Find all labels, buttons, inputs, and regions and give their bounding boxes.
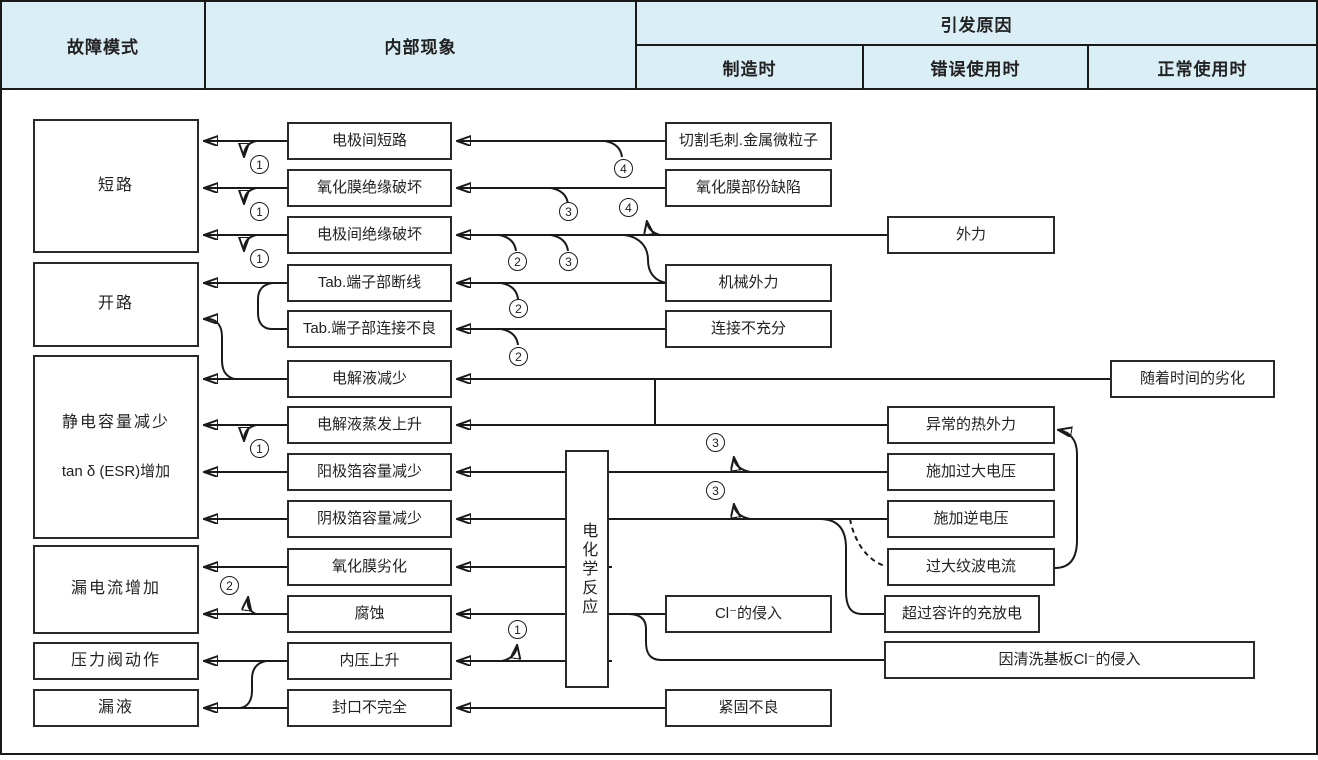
phenomenon-box: 腐蚀 (287, 595, 452, 633)
phenomenon-box: 电解液蒸发上升 (287, 406, 452, 444)
ref-mark: 1 (250, 439, 269, 458)
cause-box: 连接不充分 (665, 310, 832, 348)
header-cell-misuse: 错误使用时 (864, 46, 1089, 90)
phenomenon-box: Tab.端子部连接不良 (287, 310, 452, 348)
phenomenon-box: 内压上升 (287, 642, 452, 680)
ref-mark: 4 (614, 159, 633, 178)
failure-mode-label: tan δ (ESR)增加 (61, 462, 171, 480)
phenomenon-box: 电极间短路 (287, 122, 452, 160)
cause-box: 紧固不良 (665, 689, 832, 727)
failure-mode-box: 静电容量减少 tan δ (ESR)增加 (33, 355, 199, 539)
phenomenon-box: 阴极箔容量减少 (287, 500, 452, 538)
cause-box: Cl⁻的侵入 (665, 595, 832, 633)
failure-mode-box: 开路 (33, 262, 199, 347)
cause-box: 氧化膜部份缺陷 (665, 169, 832, 207)
cause-box: 机械外力 (665, 264, 832, 302)
ref-mark: 1 (508, 620, 527, 639)
ref-mark: 3 (706, 481, 725, 500)
ref-mark: 1 (250, 202, 269, 221)
header-cell-manufacturing: 制造时 (637, 46, 864, 90)
header-cell-failure-mode: 故障模式 (2, 2, 206, 90)
cause-box: 施加逆电压 (887, 500, 1055, 538)
phenomenon-box: 电解液减少 (287, 360, 452, 398)
phenomenon-box: 氧化膜绝缘破坏 (287, 169, 452, 207)
ref-mark: 2 (509, 299, 528, 318)
phenomenon-box: Tab.端子部断线 (287, 264, 452, 302)
header-cell-normal-use: 正常使用时 (1089, 46, 1316, 90)
ref-mark: 3 (559, 252, 578, 271)
cause-box: 随着时间的劣化 (1110, 360, 1275, 398)
cause-box: 过大纹波电流 (887, 548, 1055, 586)
ref-mark: 2 (220, 576, 239, 595)
header-cell-trigger-cause: 引发原因 (637, 2, 1316, 46)
ref-mark: 1 (250, 155, 269, 174)
phenomenon-box: 氧化膜劣化 (287, 548, 452, 586)
phenomenon-box: 阳极箔容量减少 (287, 453, 452, 491)
ref-mark: 1 (250, 249, 269, 268)
cause-box: 施加过大电压 (887, 453, 1055, 491)
cause-box: 因清洗基板Cl⁻的侵入 (884, 641, 1255, 679)
failure-mode-box: 短路 (33, 119, 199, 253)
phenomenon-box: 封口不完全 (287, 689, 452, 727)
ref-mark: 2 (508, 252, 527, 271)
failure-mode-box: 漏电流增加 (33, 545, 199, 634)
header-cell-internal-phenomenon: 内部现象 (206, 2, 637, 90)
ref-mark: 3 (706, 433, 725, 452)
electrochemical-reaction-box: 电化学反应 (565, 450, 609, 688)
cause-box: 外力 (887, 216, 1055, 254)
ref-mark: 3 (559, 202, 578, 221)
cause-box: 超过容许的充放电 (884, 595, 1040, 633)
cause-box: 异常的热外力 (887, 406, 1055, 444)
failure-mode-label: 静电容量减少 (61, 414, 170, 432)
phenomenon-box: 电极间绝缘破坏 (287, 216, 452, 254)
ref-mark: 4 (619, 198, 638, 217)
failure-mode-box: 压力阀动作 (33, 642, 199, 680)
failure-mode-box: 漏液 (33, 689, 199, 727)
ref-mark: 2 (509, 347, 528, 366)
cause-box: 切割毛刺.金属微粒子 (665, 122, 832, 160)
